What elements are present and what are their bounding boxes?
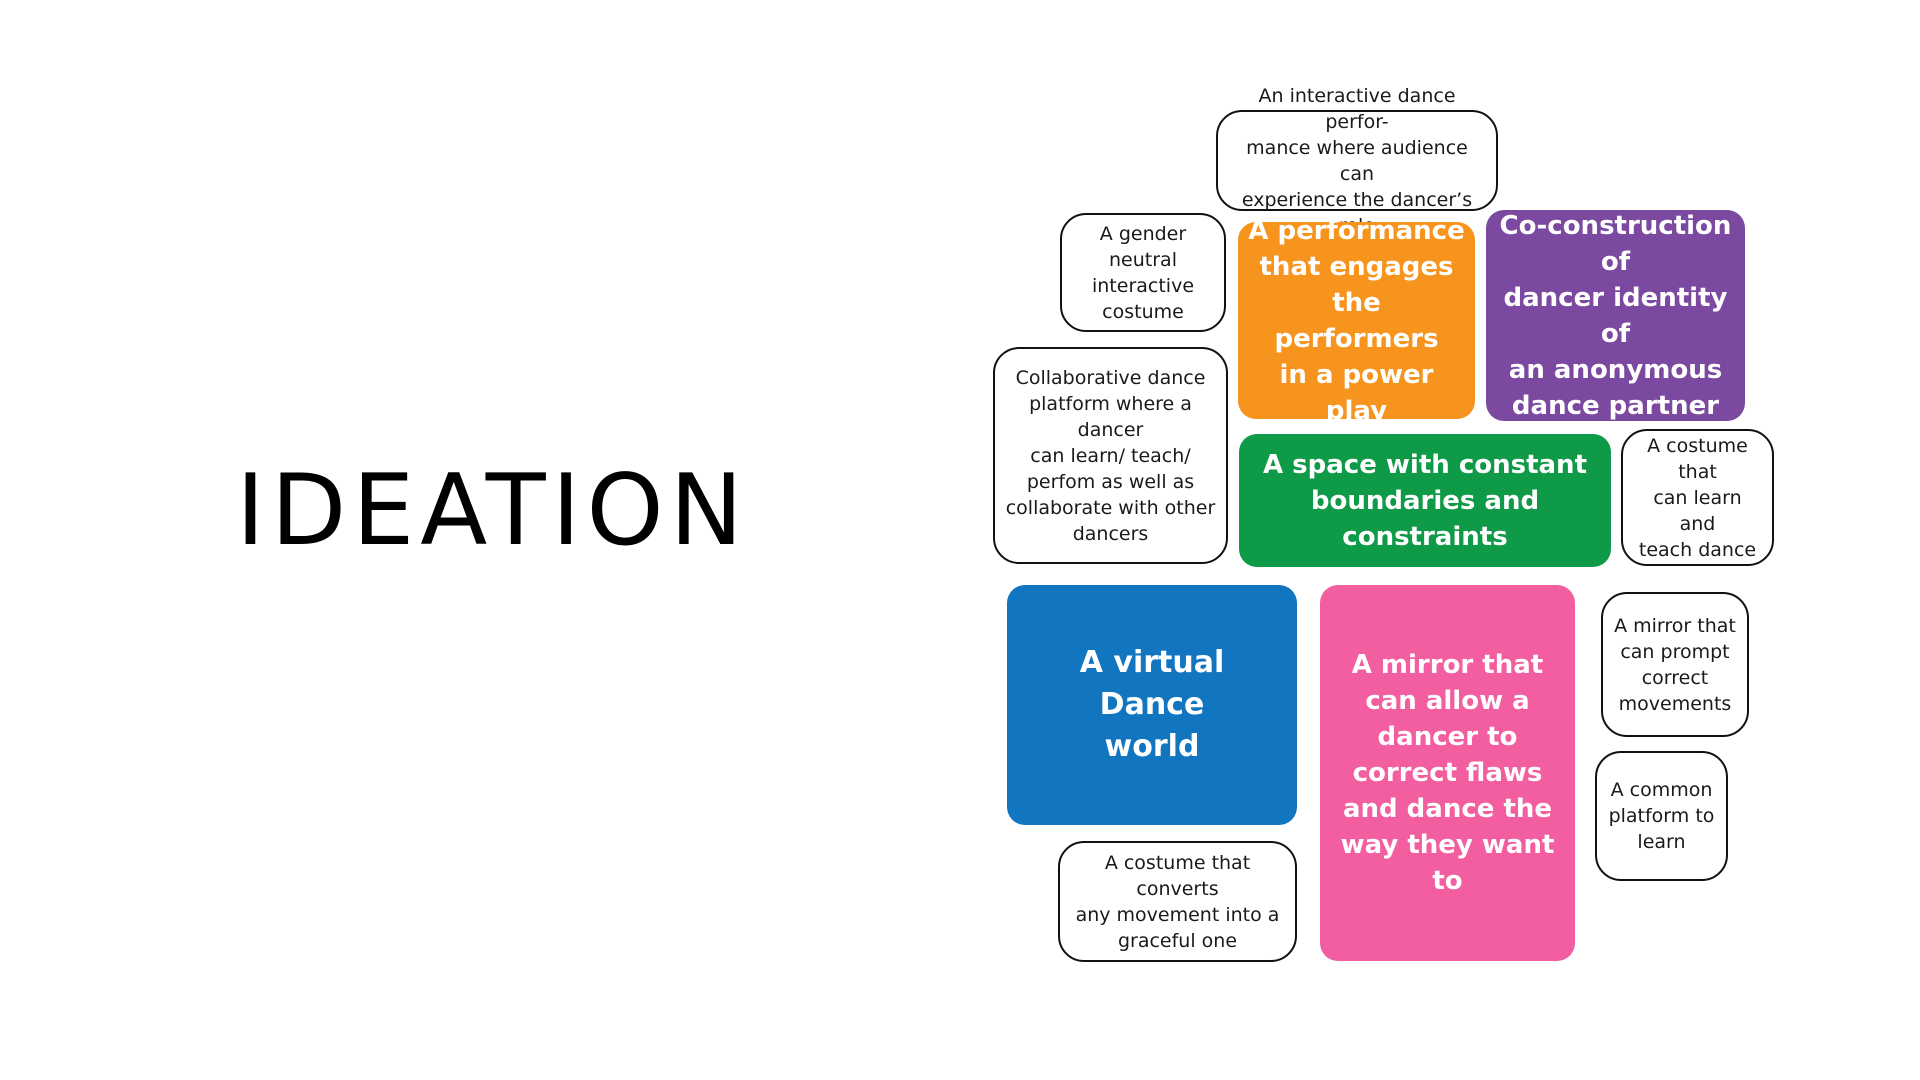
idea-costume-learn-teach: A costume that can learn and teach dance: [1621, 429, 1774, 566]
idea-costume-learn-teach-text: A costume that can learn and teach dance: [1638, 434, 1757, 561]
idea-virtual-dance-world: A virtual Dance world: [1007, 585, 1297, 825]
idea-costume-graceful: A costume that converts any movement int…: [1058, 841, 1297, 962]
idea-gender-neutral-costume: A gender neutral interactive costume: [1060, 213, 1226, 332]
idea-space-boundaries-text: A space with constant boundaries and con…: [1263, 449, 1587, 552]
idea-collaborative-platform-text: Collaborative dance platform where a dan…: [1005, 366, 1216, 545]
idea-collaborative-platform: Collaborative dance platform where a dan…: [993, 347, 1228, 564]
slide-title: IDEATION: [236, 454, 749, 568]
idea-interactive-performance: An interactive dance perfor- mance where…: [1216, 85, 1498, 237]
idea-space-boundaries: A space with constant boundaries and con…: [1239, 434, 1611, 567]
idea-gender-neutral-costume-text: A gender neutral interactive costume: [1091, 222, 1195, 323]
idea-interactive-performance-text: An interactive dance perfor- mance where…: [1241, 84, 1473, 237]
idea-co-construction: Co-construction of dancer identity of an…: [1486, 210, 1745, 421]
idea-mirror-correct-flaws: A mirror that can allow a dancer to corr…: [1320, 585, 1575, 961]
idea-common-platform: A common platform to learn: [1595, 751, 1728, 881]
idea-virtual-dance-world-text: A virtual Dance world: [1079, 645, 1225, 764]
idea-common-platform-text: A common platform to learn: [1608, 779, 1715, 853]
idea-co-construction-text: Co-construction of dancer identity of an…: [1499, 210, 1732, 421]
idea-mirror-correct-flaws-text: A mirror that can allow a dancer to corr…: [1340, 650, 1555, 896]
idea-power-play: A performance that engages the performer…: [1238, 216, 1475, 426]
idea-mirror-prompt-text: A mirror that can prompt correct movemen…: [1614, 614, 1736, 715]
idea-costume-graceful-text: A costume that converts any movement int…: [1075, 851, 1280, 952]
idea-mirror-prompt: A mirror that can prompt correct movemen…: [1601, 592, 1749, 737]
idea-power-play-text: A performance that engages the performer…: [1248, 215, 1465, 426]
